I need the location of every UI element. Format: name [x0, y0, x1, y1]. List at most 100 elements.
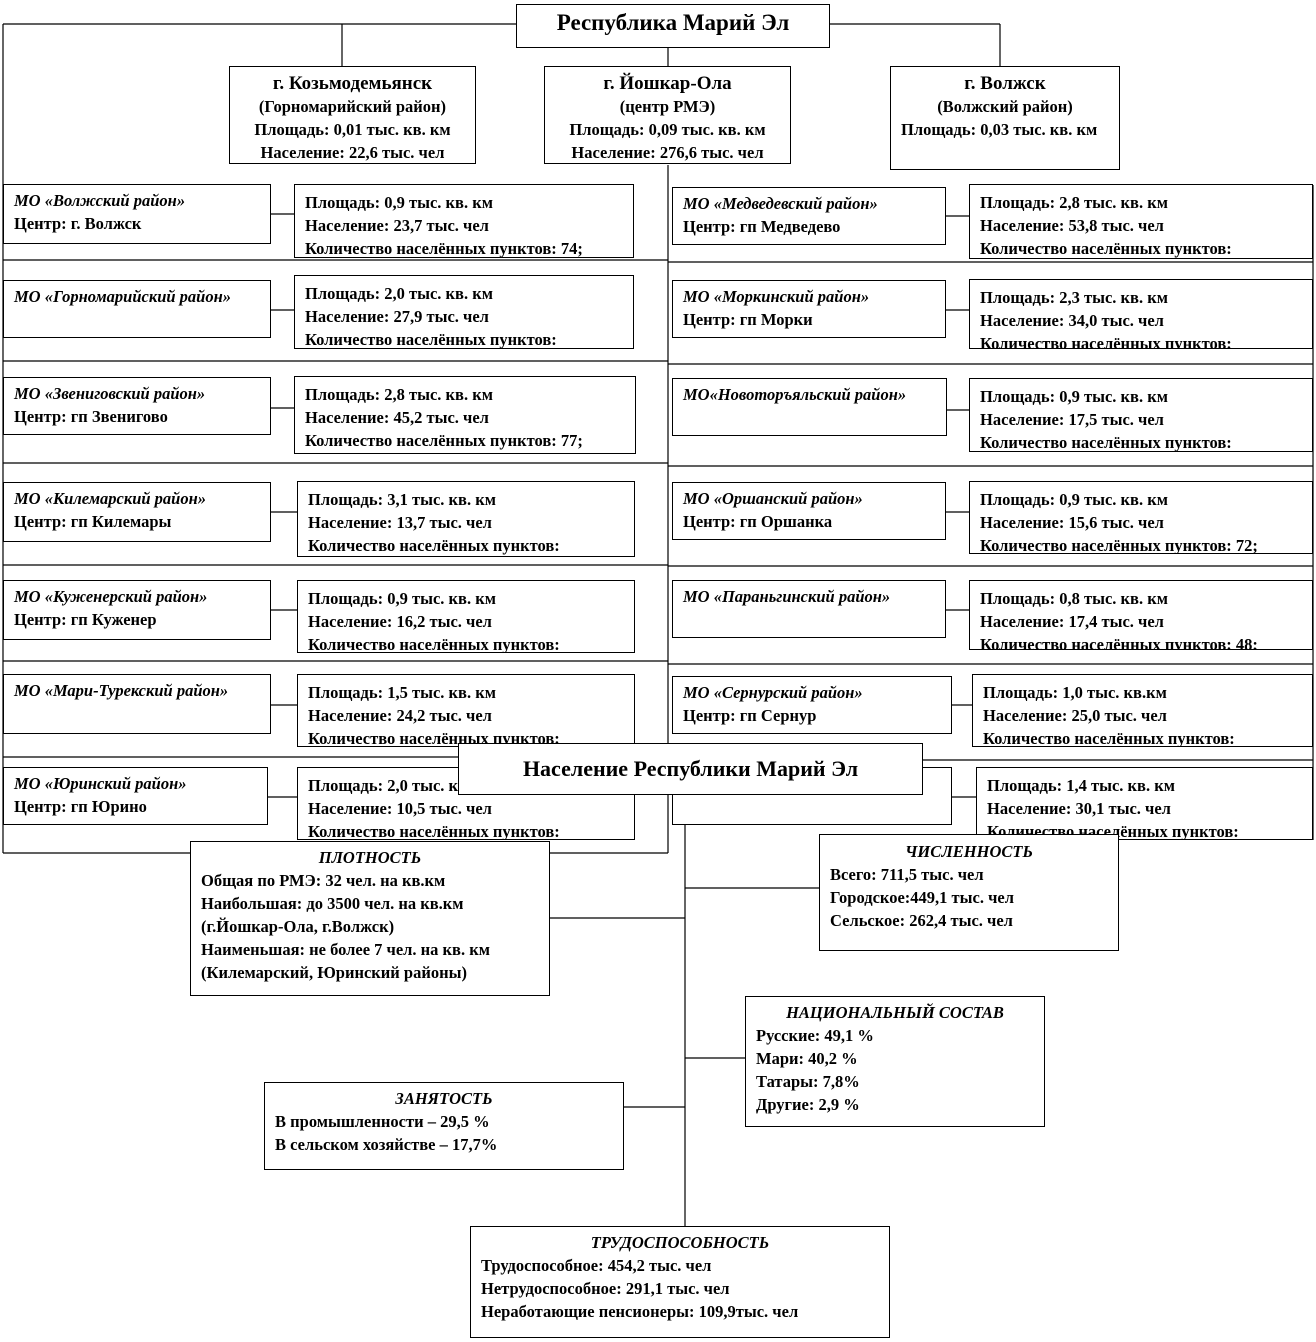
district-name: МО «Сернурский район»: [683, 683, 863, 702]
district-area: Площадь: 2,0 тыс. кв. км: [305, 284, 493, 303]
density-line: (Килемарский, Юринский районы): [201, 963, 467, 982]
city-name: г. Йошкар-Ола: [603, 73, 732, 94]
ethnic-title: НАЦИОНАЛЬНЫЙ СОСТАВ: [786, 1003, 1004, 1022]
district-center: Центр: гп Куженер: [14, 610, 157, 629]
district-center: Центр: гп Медведево: [683, 217, 841, 236]
workforce-line: Трудоспособное: 454,2 тыс. чел: [481, 1256, 712, 1275]
district-population: Население: 23,7 тыс. чел: [305, 216, 489, 235]
city-population: Население: 22,6 тыс. чел: [260, 143, 445, 162]
district-name-box: МО «Куженерский район» Центр: гп Куженер: [3, 580, 271, 640]
district-name: МО «Килемарский район»: [14, 489, 207, 508]
district-settlements: Количество населённых пунктов:: [980, 334, 1232, 349]
district-settlements: Количество населённых пунктов: 77;: [305, 431, 583, 450]
density-line: (г.Йошкар-Ола, г.Волжск): [201, 917, 395, 936]
district-info-box: Площадь: 1,5 тыс. кв. км Население: 24,2 …: [297, 674, 635, 747]
workforce-line: Нетрудоспособное: 291,1 тыс. чел: [481, 1279, 730, 1298]
district-population: Население: 53,8 тыс. чел: [980, 216, 1164, 235]
ethnic-box: НАЦИОНАЛЬНЫЙ СОСТАВ Русские: 49,1 % Мари…: [745, 996, 1045, 1127]
employment-title: ЗАНЯТОСТЬ: [395, 1089, 493, 1108]
district-population: Население: 15,6 тыс. чел: [980, 513, 1164, 532]
employment-line: В сельском хозяйстве – 17,7%: [275, 1135, 498, 1154]
density-line: Общая по РМЭ: 32 чел. на кв.км: [201, 871, 446, 890]
district-population: Население: 16,2 тыс. чел: [308, 612, 492, 631]
district-population: Население: 24,2 тыс. чел: [308, 706, 492, 725]
city-box-yoshkar-ola: г. Йошкар-Ола (центр РМЭ) Площадь: 0,09 …: [544, 66, 791, 164]
district-population: Население: 17,5 тыс. чел: [980, 410, 1164, 429]
city-note: (центр РМЭ): [619, 97, 716, 116]
district-population: Население: 10,5 тыс. чел: [308, 799, 492, 818]
district-settlements: Количество населённых пунктов: 74;: [305, 239, 583, 258]
district-name: МО «Оршанский район»: [683, 489, 863, 508]
republic-title-box: Республика Марий Эл: [516, 4, 830, 48]
district-settlements: Количество населённых пунктов:: [305, 330, 557, 349]
city-name: г. Козьмодемьянск: [272, 73, 433, 94]
district-area: Площадь: 1,0 тыс. кв.км: [983, 683, 1167, 702]
city-box-volzhsk: г. Волжск (Волжский район) Площадь: 0,03…: [890, 66, 1120, 170]
district-population: Население: 34,0 тыс. чел: [980, 311, 1164, 330]
district-name-box: МО «Горномарийский район»: [3, 280, 271, 338]
district-area: Площадь: 3,1 тыс. кв. км: [308, 490, 496, 509]
ethnic-line: Татары: 7,8%: [756, 1072, 860, 1091]
district-area: Площадь: 0,9 тыс. кв. км: [980, 387, 1168, 406]
district-population: Население: 45,2 тыс. чел: [305, 408, 489, 427]
count-line: Городское:449,1 тыс. чел: [830, 888, 1014, 907]
city-population: Население: 276,6 тыс. чел: [571, 143, 764, 162]
district-area: Площадь: 0,8 тыс. кв. км: [980, 589, 1168, 608]
city-area: Площадь: 0,09 тыс. кв. км: [569, 120, 766, 139]
district-area: Площадь: 1,5 тыс. кв. км: [308, 683, 496, 702]
district-name: МО «Куженерский район»: [14, 587, 208, 606]
city-note: (Горномарийский район): [258, 97, 447, 116]
count-line: Сельское: 262,4 тыс. чел: [830, 911, 1013, 930]
district-settlements: Количество населённых пунктов:: [983, 729, 1235, 747]
district-name-box: МО «Звениговский район»Центр: гп Звениго…: [3, 377, 271, 435]
ethnic-line: Мари: 40,2 %: [756, 1049, 858, 1068]
district-settlements: Количество населённых пунктов:: [308, 635, 560, 653]
district-center: Центр: гп Морки: [683, 310, 813, 329]
count-line: Всего: 711,5 тыс. чел: [830, 865, 984, 884]
density-title: ПЛОТНОСТЬ: [318, 848, 422, 867]
district-population: Население: 25,0 тыс. чел: [983, 706, 1167, 725]
employment-box: ЗАНЯТОСТЬ В промышленности – 29,5 % В се…: [264, 1082, 624, 1170]
district-name: МО «Звениговский район»: [14, 384, 206, 403]
district-name-box: МО «Оршанский район» Центр: гп Оршанка: [672, 482, 946, 540]
count-box: ЧИСЛЕННОСТЬ Всего: 711,5 тыс. чел Городс…: [819, 834, 1119, 951]
population-title-box: Население Республики Марий Эл: [458, 743, 923, 795]
district-name: МО «Медведевский район»: [683, 194, 878, 213]
workforce-line: Неработающие пенсионеры: 109,9тыс. чел: [481, 1302, 799, 1321]
city-area: Площадь: 0,03 тыс. кв. км: [901, 120, 1098, 139]
district-info-box: Площадь: 0,9 тыс. кв. км Население: 17,5 …: [969, 378, 1313, 452]
district-info-box: Площадь: 2,3 тыс. кв. км Население: 34,0 …: [969, 279, 1313, 349]
ethnic-line: Другие: 2,9 %: [756, 1095, 860, 1114]
district-name-box: МО «Моркинский район»Центр: гп Морки: [672, 280, 946, 338]
workforce-title: ТРУДОСПОСОБНОСТЬ: [590, 1233, 770, 1252]
district-population: Население: 30,1 тыс. чел: [987, 799, 1171, 818]
district-area: Площадь: 2,0 тыс. кв. км: [308, 776, 496, 795]
district-area: Площадь: 2,3 тыс. кв. км: [980, 288, 1168, 307]
district-population: Население: 17,4 тыс. чел: [980, 612, 1164, 631]
district-name-box: МО «Медведевский район» Центр: гп Медведе…: [672, 187, 946, 245]
district-name: МО «Параньгинский район»: [683, 587, 891, 606]
district-name: МО «Юринский район»: [14, 774, 187, 793]
density-line: Наименьшая: не более 7 чел. на кв. км: [201, 940, 490, 959]
city-note: (Волжский район): [937, 97, 1073, 116]
district-name: МО «Волжский район»: [14, 191, 186, 210]
district-name-box: МО «Юринский район»Центр: гп Юрино: [3, 767, 268, 825]
district-name: МО«Новоторъяльский район»: [683, 385, 907, 404]
district-center: Центр: гп Оршанка: [683, 512, 833, 531]
district-center: Центр: гп Сернур: [683, 706, 817, 725]
district-name-box: МО «Сернурский район» Центр: гп Сернур: [672, 676, 952, 734]
district-area: Площадь: 0,9 тыс. кв. км: [980, 490, 1168, 509]
employment-line: В промышленности – 29,5 %: [275, 1112, 490, 1131]
republic-title: Республика Марий Эл: [556, 10, 790, 35]
city-box-kozmodemyansk: г. Козьмодемьянск (Горномарийский район)…: [229, 66, 476, 164]
workforce-box: ТРУДОСПОСОБНОСТЬ Трудоспособное: 454,2 т…: [470, 1226, 890, 1338]
district-settlements: Количество населённых пунктов:: [980, 433, 1232, 452]
